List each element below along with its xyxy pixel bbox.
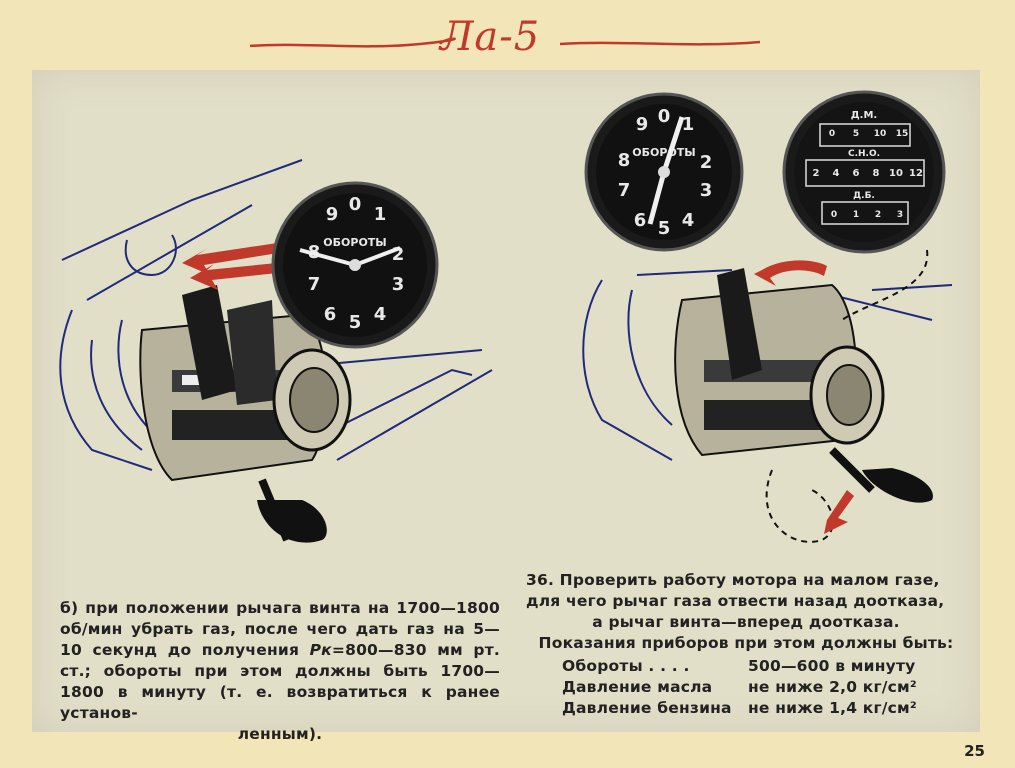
right-rpm-gauge: 9 0 1 2 3 4 5 6 7 8 ОБОРОТЫ (584, 92, 744, 252)
caption-left-line: б) при положении рычага винта на 1700—18… (60, 599, 500, 617)
pressure-symbol: Pк (309, 641, 332, 659)
triple-gauge-top-tick: 15 (896, 129, 909, 139)
reading-label: Обороты . . . . (562, 657, 690, 675)
page-header: Ла-5 (0, 0, 1015, 70)
triple-gauge-mid-label: С.Н.О. (848, 149, 880, 159)
illustration-art (59, 159, 953, 543)
right-red-arrows (754, 260, 854, 534)
caption-right-line: а рычаг винта—вперед доотказа. (592, 613, 900, 631)
reading-label: Давление масла (562, 678, 713, 696)
triple-gauge-top-tick: 5 (853, 129, 859, 139)
triple-gauge-bot-tick: 1 (853, 210, 859, 220)
left-gauge-digit: 6 (324, 304, 337, 325)
left-gauge-label: ОБОРОТЫ (323, 236, 386, 249)
triple-gauge: Д.М. 0 5 10 15 С.Н.О. 2 4 6 8 10 12 Д.Б.… (782, 90, 946, 254)
instrument-readings: Обороты . . . . 500—600 в минуту Давлени… (526, 656, 966, 719)
right-gauge-digit: 0 (658, 106, 671, 127)
left-gauge-digit: 9 (326, 204, 339, 225)
left-cockpit-outline (59, 159, 493, 471)
reading-value: не ниже 1,4 кг/см² (748, 699, 917, 717)
right-gauge-digit: 6 (634, 210, 647, 231)
left-gauge-digit: 0 (349, 194, 362, 215)
triple-gauge-bot-tick: 2 (875, 210, 881, 220)
triple-gauge-bot-label: Д.Б. (853, 191, 875, 201)
right-gauge-label: ОБОРОТЫ (632, 146, 695, 159)
illustration-panel: 9 0 1 2 3 4 5 6 7 8 ОБОРОТЫ 9 0 1 2 3 4 … (32, 70, 980, 743)
left-rpm-gauge: 9 0 1 2 3 4 5 6 7 8 ОБОРОТЫ (271, 181, 439, 349)
reading-value: не ниже 2,0 кг/см² (748, 678, 917, 696)
reading-row: Давление масла не ниже 2,0 кг/см² (526, 677, 966, 698)
left-gauge-digit: 1 (374, 204, 387, 225)
triple-gauge-mid-tick: 6 (853, 168, 860, 179)
page-number: 25 (964, 742, 985, 760)
triple-gauge-mid-tick: 12 (909, 168, 923, 179)
triple-gauge-mid-tick: 10 (889, 168, 903, 179)
right-gauge-digit: 1 (682, 114, 695, 135)
right-dashed-guide-2 (841, 249, 929, 321)
caption-left-line: ленным). (237, 725, 323, 743)
left-red-arrows (182, 240, 297, 290)
reading-value: 500—600 в минуту (748, 657, 916, 675)
left-throttle-quadrant (139, 285, 352, 543)
caption-right-line: для чего рычаг газа отвести назад доотка… (526, 592, 945, 610)
caption-left-line: ст.; обороты при этом должны быть 1700—1… (60, 662, 500, 701)
reading-label: Давление бензина (562, 699, 732, 717)
right-dashed-guide (765, 469, 834, 543)
right-cockpit-outline (582, 269, 953, 461)
left-gauge-digit: 4 (374, 304, 387, 325)
right-gauge-digit: 3 (700, 180, 713, 201)
triple-gauge-bot-tick: 0 (831, 210, 837, 220)
left-gauge-digit: 3 (392, 274, 405, 295)
caption-right-line: Показания приборов при этом должны быть: (538, 634, 954, 652)
triple-gauge-top-tick: 0 (829, 129, 835, 139)
header-ornament (249, 37, 761, 48)
triple-gauge-top-tick: 10 (874, 129, 887, 139)
left-gauge-digit: 5 (349, 312, 362, 333)
triple-gauge-mid-tick: 2 (813, 168, 820, 179)
caption-right-line: 36. Проверить работу мотора на малом газ… (526, 571, 940, 589)
reading-row: Обороты . . . . 500—600 в минуту (526, 656, 966, 677)
caption-left-line: в минуту (т. е. возвратиться к ранее уст… (60, 683, 501, 722)
caption-right: 36. Проверить работу мотора на малом газ… (526, 570, 966, 719)
right-gauge-digit: 4 (682, 210, 695, 231)
caption-left-line: =800—830 мм рт. (331, 641, 501, 659)
right-throttle-quadrant (674, 268, 933, 503)
triple-gauge-bot-tick: 3 (897, 210, 903, 220)
triple-gauge-mid-tick: 8 (873, 168, 880, 179)
right-gauge-digit: 9 (636, 114, 649, 135)
triple-gauge-mid-tick: 4 (833, 168, 840, 179)
page-title: Ла-5 (440, 14, 541, 60)
triple-gauge-top-label: Д.М. (851, 110, 877, 121)
reading-row: Давление бензина не ниже 1,4 кг/см² (526, 698, 966, 719)
right-gauge-digit: 8 (618, 150, 631, 171)
caption-left-line: об/мин убрать газ, после чего дать газ н… (60, 620, 500, 638)
caption-left: б) при положении рычага винта на 1700—18… (60, 598, 500, 745)
caption-left-line: 10 секунд до получения (60, 641, 310, 659)
right-gauge-digit: 7 (618, 180, 631, 201)
right-gauge-digit: 5 (658, 218, 671, 239)
right-gauge-digit: 2 (700, 152, 713, 173)
left-gauge-digit: 7 (308, 274, 321, 295)
